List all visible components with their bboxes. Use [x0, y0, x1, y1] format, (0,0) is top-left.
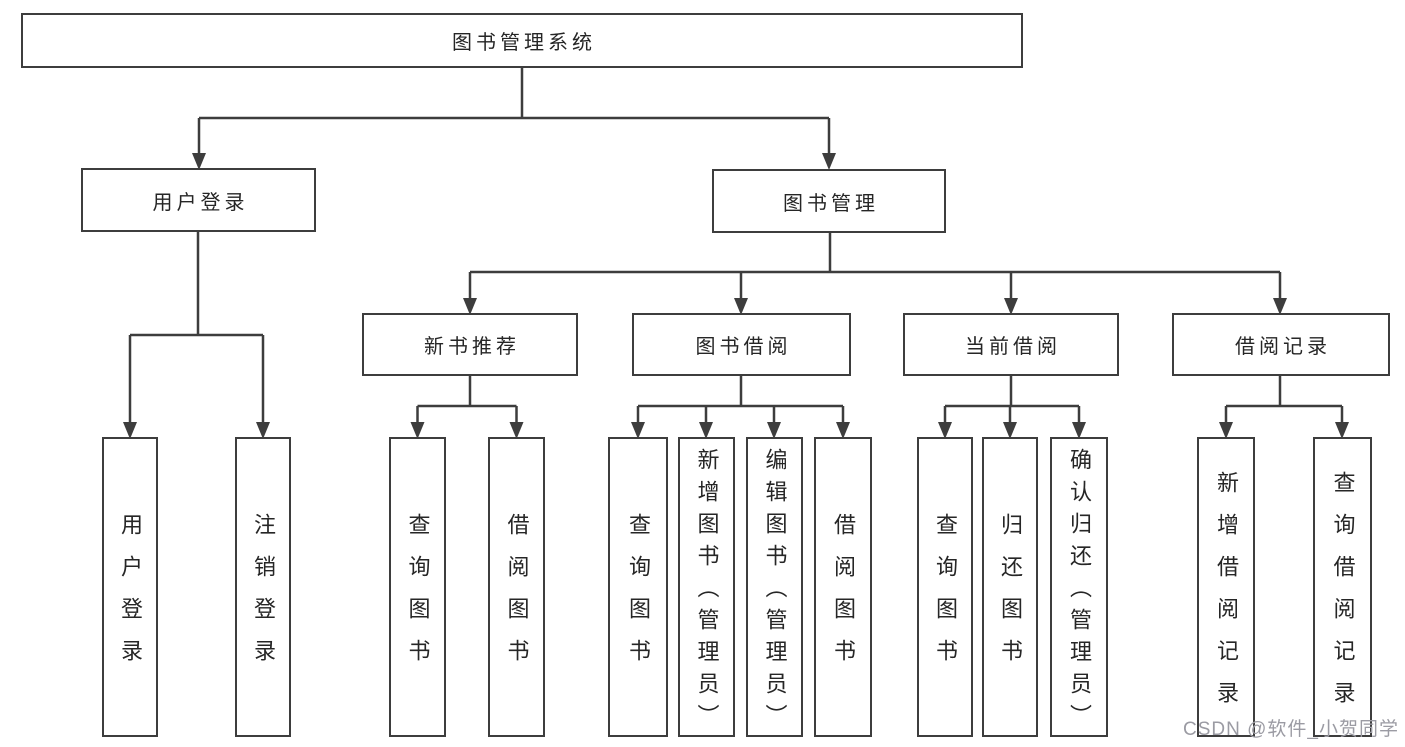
edge-borrowrecord-to-children — [1224, 376, 1344, 424]
leaf-query-borrow-record-label: 查询借阅记录 — [1330, 471, 1356, 723]
leaf-query-books-2-label: 查询图书 — [626, 513, 651, 681]
edge-currentborrow-to-children — [943, 376, 1081, 424]
leaf-logout-label: 注销登录 — [251, 513, 276, 681]
leaf-query-books-1-label: 查询图书 — [405, 513, 431, 681]
leaf-query-books-3-label: 查询图书 — [933, 513, 958, 681]
leaf-borrow-books-1: 借阅图书 — [488, 437, 545, 737]
edge-userlogin-to-children — [128, 232, 265, 424]
leaf-query-books-1: 查询图书 — [389, 437, 446, 737]
leaf-return-books-label: 归还图书 — [998, 513, 1023, 681]
leaf-borrow-books-2: 借阅图书 — [814, 437, 872, 737]
leaf-user-login-label: 用户登录 — [118, 513, 143, 681]
leaf-user-login: 用户登录 — [102, 437, 158, 737]
leaf-query-borrow-record: 查询借阅记录 — [1313, 437, 1372, 737]
leaf-add-books-admin-label: 新增图书（管理员） — [694, 448, 720, 736]
edge-root-to-level2 — [197, 68, 831, 156]
node-root: 图书管理系统 — [21, 13, 1023, 68]
leaf-edit-books-admin-label: 编辑图书（管理员） — [762, 448, 788, 736]
leaf-query-books-2: 查询图书 — [608, 437, 668, 737]
node-borrowing-records: 借阅记录 — [1172, 313, 1390, 376]
node-current-borrowing: 当前借阅 — [903, 313, 1119, 376]
leaf-add-borrow-record: 新增借阅记录 — [1197, 437, 1255, 737]
node-current-borrowing-label: 当前借阅 — [965, 336, 1061, 358]
edge-bookmgmt-to-level3 — [468, 233, 1282, 301]
edge-newbook-to-children — [416, 376, 518, 424]
arrowheads — [123, 153, 1349, 439]
leaf-confirm-return-admin-label: 确认归还（管理员） — [1067, 448, 1092, 736]
node-user-login: 用户登录 — [81, 168, 316, 232]
leaf-edit-books-admin: 编辑图书（管理员） — [746, 437, 803, 737]
node-book-borrowing-label: 图书借阅 — [695, 336, 792, 358]
leaf-add-books-admin: 新增图书（管理员） — [678, 437, 735, 737]
node-user-login-label: 用户登录 — [152, 191, 249, 214]
leaf-borrow-books-1-label: 借阅图书 — [504, 513, 530, 681]
leaf-return-books: 归还图书 — [982, 437, 1038, 737]
node-new-book-recommend: 新书推荐 — [362, 313, 578, 376]
edge-bookborrow-to-children — [636, 376, 845, 424]
node-book-management-label: 图书管理 — [783, 192, 879, 215]
node-root-label: 图书管理系统 — [452, 32, 596, 54]
leaf-confirm-return-admin: 确认归还（管理员） — [1050, 437, 1108, 737]
node-book-borrowing: 图书借阅 — [632, 313, 851, 376]
node-new-book-recommend-label: 新书推荐 — [424, 336, 520, 358]
node-book-management: 图书管理 — [712, 169, 946, 233]
csdn-watermark: CSDN @软件_小贺同学 — [1183, 719, 1399, 740]
leaf-query-books-3: 查询图书 — [917, 437, 973, 737]
leaf-borrow-books-2-label: 借阅图书 — [831, 513, 856, 681]
leaf-add-borrow-record-label: 新增借阅记录 — [1214, 471, 1239, 723]
leaf-logout: 注销登录 — [235, 437, 291, 737]
node-borrowing-records-label: 借阅记录 — [1235, 336, 1331, 358]
